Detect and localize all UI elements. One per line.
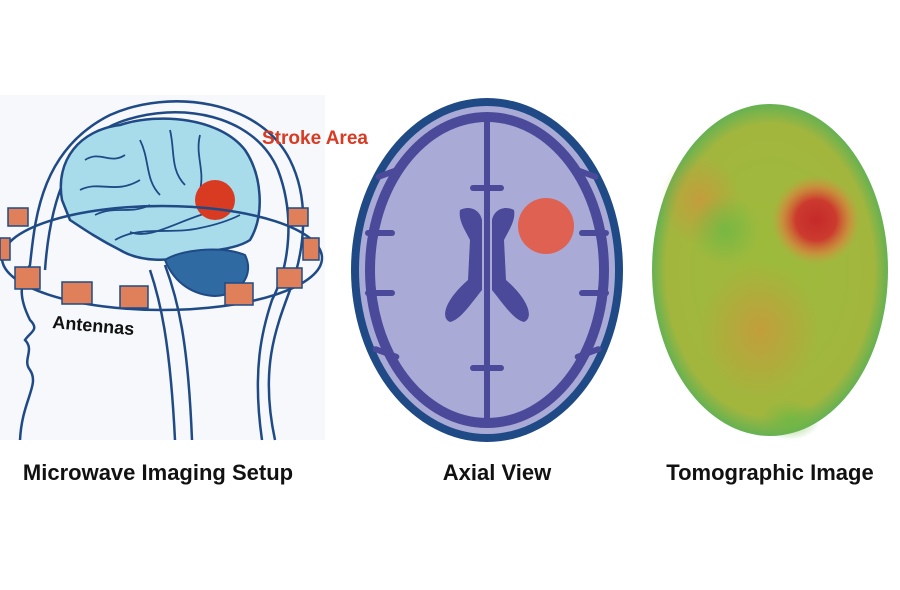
gyri-right	[571, 166, 609, 360]
stroke-lesion	[518, 198, 574, 254]
gyri-left	[365, 166, 403, 360]
brain-folds	[79, 129, 241, 241]
antenna	[119, 285, 149, 309]
antenna-array	[0, 207, 320, 309]
antenna	[14, 266, 41, 290]
microwave-setup-illustration: Stroke Area Antennas	[0, 95, 368, 441]
sulci	[365, 122, 609, 418]
antenna	[287, 207, 309, 227]
antenna	[302, 237, 320, 261]
tomographic-image	[652, 104, 888, 440]
stroke-area-marker	[195, 180, 235, 220]
caption-microwave-setup: Microwave Imaging Setup	[22, 460, 294, 485]
antenna	[276, 267, 303, 289]
stroke-area-label: Stroke Area	[262, 128, 368, 149]
caption-tomographic-image: Tomographic Image	[666, 460, 874, 485]
caption-axial-view: Axial View	[442, 460, 552, 485]
brain	[59, 117, 261, 261]
stroke-hotspot	[771, 175, 861, 265]
antenna	[7, 207, 29, 227]
axial-view-illustration	[351, 98, 623, 442]
antenna	[61, 281, 93, 305]
antenna	[224, 282, 254, 306]
antenna	[0, 237, 11, 261]
